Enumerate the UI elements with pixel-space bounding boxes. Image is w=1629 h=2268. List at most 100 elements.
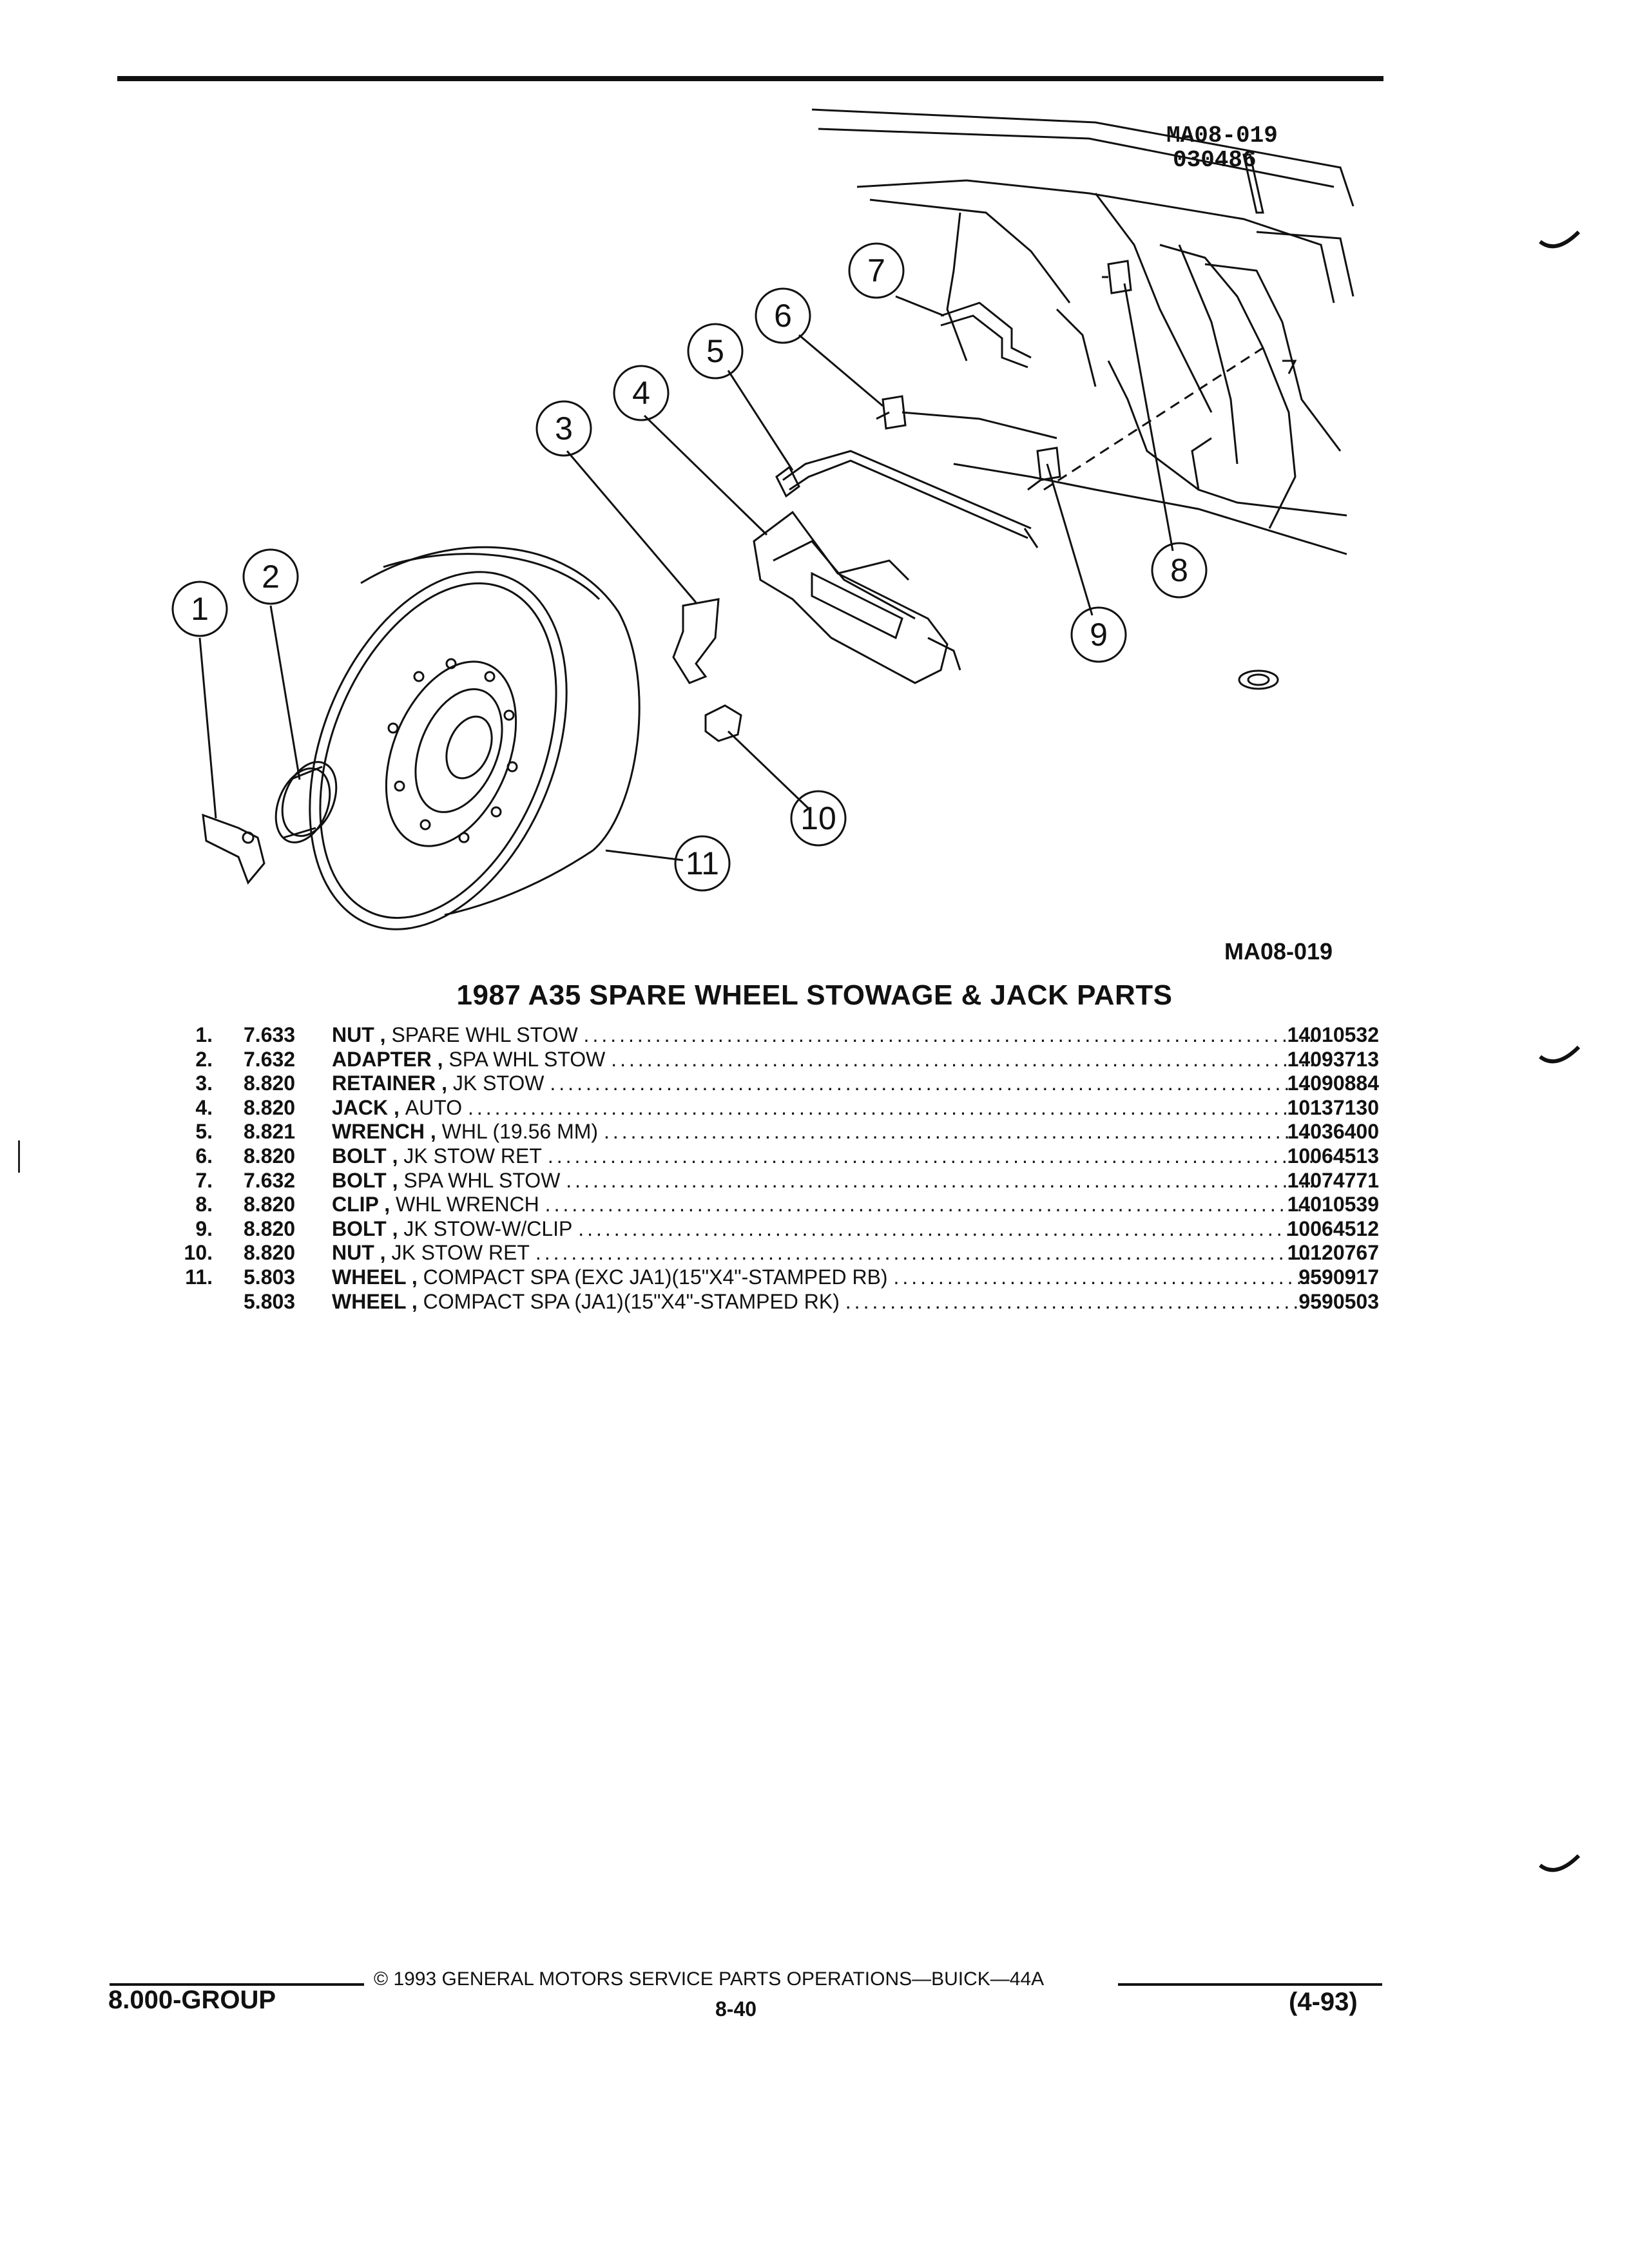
group-number: 8.820 bbox=[244, 1072, 296, 1095]
item-number: 1. bbox=[195, 1023, 213, 1046]
parts-list: 1. 7.633 NUT , SPARE WHL STOW ..........… bbox=[155, 1023, 1379, 1314]
part-description: RETAINER , JK STOW .....................… bbox=[332, 1072, 1318, 1096]
part-number: 9590503 bbox=[1298, 1289, 1379, 1313]
part-description: BOLT , JK STOW RET .....................… bbox=[332, 1144, 1318, 1169]
callout-8: 8 bbox=[1170, 552, 1188, 588]
part-number: 14074771 bbox=[1287, 1168, 1379, 1192]
part-number: 14093713 bbox=[1287, 1047, 1379, 1071]
leader-dots: ........................................… bbox=[845, 1289, 1318, 1313]
top-rule bbox=[117, 76, 1383, 81]
leader-dots: ........................................… bbox=[566, 1168, 1318, 1192]
part-name: ADAPTER bbox=[332, 1047, 432, 1071]
callout-3: 3 bbox=[555, 410, 573, 447]
part-description: WHEEL , COMPACT SPA (JA1)(15"X4"-STAMPED… bbox=[332, 1290, 1318, 1314]
part-name: NUT bbox=[332, 1241, 374, 1265]
table-row: 11. 5.803 WHEEL , COMPACT SPA (EXC JA1)(… bbox=[155, 1265, 1379, 1290]
part-number: 9590917 bbox=[1298, 1265, 1379, 1289]
footer-page-number: 8-40 bbox=[715, 1997, 757, 2021]
binding-mark-icon bbox=[1539, 1854, 1581, 1872]
part-name: BOLT bbox=[332, 1144, 387, 1168]
part-qualifier: SPARE WHL STOW bbox=[391, 1023, 578, 1046]
gm-logo-mark bbox=[1238, 669, 1279, 690]
part-description: WHEEL , COMPACT SPA (EXC JA1)(15"X4"-STA… bbox=[332, 1265, 1318, 1290]
part-name: WHEEL bbox=[332, 1289, 406, 1313]
leader-dots: ........................................… bbox=[611, 1047, 1318, 1071]
callout-4: 4 bbox=[632, 375, 650, 411]
table-row: 8. 8.820 CLIP , WHL WRENCH .............… bbox=[155, 1193, 1379, 1217]
group-number: 8.820 bbox=[244, 1216, 296, 1240]
table-row: 2. 7.632 ADAPTER , SPA WHL STOW ........… bbox=[155, 1048, 1379, 1072]
spare-wheel-drawing bbox=[309, 546, 641, 930]
part-qualifier: WHL (19.56 MM) bbox=[441, 1120, 599, 1144]
illustration-code: MA08-019 bbox=[1224, 938, 1333, 965]
part-qualifier: AUTO bbox=[405, 1095, 463, 1119]
item-number: 10. bbox=[184, 1241, 213, 1265]
part-qualifier: WHL WRENCH bbox=[395, 1193, 539, 1216]
table-row: 5. 8.821 WRENCH , WHL (19.56 MM) .......… bbox=[155, 1120, 1379, 1144]
item-number: 2. bbox=[195, 1047, 213, 1071]
group-number: 7.633 bbox=[244, 1023, 296, 1046]
leader-dots: ........................................… bbox=[535, 1241, 1318, 1265]
part-number: 10120767 bbox=[1287, 1241, 1379, 1265]
table-row: 9. 8.820 BOLT , JK STOW-W/CLIP .........… bbox=[155, 1217, 1379, 1242]
item-number: 11. bbox=[185, 1265, 213, 1289]
footer-date: (4-93) bbox=[1289, 1988, 1358, 2016]
item-number: 7. bbox=[195, 1168, 213, 1192]
part-name: BOLT bbox=[332, 1216, 387, 1240]
part-description: ADAPTER , SPA WHL STOW .................… bbox=[332, 1048, 1318, 1072]
table-row: 7. 7.632 BOLT , SPA WHL STOW ...........… bbox=[155, 1169, 1379, 1193]
part-description: BOLT , JK STOW-W/CLIP ..................… bbox=[332, 1217, 1318, 1242]
footer-group: 8.000-GROUP bbox=[108, 1986, 276, 2014]
part-number: 10137130 bbox=[1287, 1095, 1379, 1119]
part-description: CLIP , WHL WRENCH ......................… bbox=[332, 1193, 1318, 1217]
item-number: 9. bbox=[195, 1216, 213, 1240]
group-number: 8.820 bbox=[244, 1144, 296, 1168]
part-number: 14036400 bbox=[1287, 1120, 1379, 1144]
callout-7: 7 bbox=[867, 253, 885, 289]
part-qualifier: COMPACT SPA (EXC JA1)(15"X4"-STAMPED RB) bbox=[423, 1265, 888, 1289]
callout-6: 6 bbox=[774, 298, 792, 334]
table-row: 6. 8.820 BOLT , JK STOW RET ............… bbox=[155, 1144, 1379, 1169]
table-row: 3. 8.820 RETAINER , JK STOW ............… bbox=[155, 1072, 1379, 1096]
table-row: 1. 7.633 NUT , SPARE WHL STOW ..........… bbox=[155, 1023, 1379, 1048]
leader-dots: ........................................… bbox=[550, 1072, 1318, 1095]
trunk-body-drawing bbox=[811, 108, 1354, 555]
part-name: JACK bbox=[332, 1095, 389, 1119]
part-qualifier: SPA WHL STOW bbox=[403, 1168, 561, 1192]
group-number: 8.820 bbox=[244, 1095, 296, 1119]
binding-mark-icon bbox=[1539, 230, 1581, 249]
table-row: 10. 8.820 NUT , JK STOW RET ............… bbox=[155, 1241, 1379, 1265]
part-description: JACK , AUTO ............................… bbox=[332, 1096, 1318, 1120]
item-number: 8. bbox=[195, 1193, 213, 1216]
footer-copyright: © 1993 GENERAL MOTORS SERVICE PARTS OPER… bbox=[374, 1968, 1045, 1990]
margin-tick bbox=[18, 1140, 20, 1173]
part-number: 10064512 bbox=[1287, 1216, 1379, 1240]
callout-10: 10 bbox=[800, 800, 836, 836]
part-description: NUT , SPARE WHL STOW ...................… bbox=[332, 1023, 1318, 1048]
item-number: 6. bbox=[195, 1144, 213, 1168]
leader-dots: ........................................… bbox=[545, 1193, 1318, 1216]
part-name: WHEEL bbox=[332, 1265, 406, 1289]
group-number: 7.632 bbox=[244, 1047, 296, 1071]
footer-rule-left bbox=[110, 1983, 364, 1986]
callout-9: 9 bbox=[1090, 617, 1108, 653]
item-number: 5. bbox=[195, 1120, 213, 1144]
group-number: 5.803 bbox=[244, 1265, 296, 1289]
leader-dots: ........................................… bbox=[583, 1023, 1318, 1046]
item-number: 3. bbox=[195, 1072, 213, 1095]
callout-2: 2 bbox=[262, 559, 280, 595]
part-number: 10064513 bbox=[1287, 1144, 1379, 1168]
part-name: CLIP bbox=[332, 1193, 379, 1216]
part-qualifier: SPA WHL STOW bbox=[448, 1047, 606, 1071]
part-number: 14010532 bbox=[1287, 1023, 1379, 1046]
part-description: NUT , JK STOW RET ......................… bbox=[332, 1241, 1318, 1265]
leader-dots: ........................................… bbox=[893, 1265, 1318, 1289]
footer-rule-right bbox=[1118, 1983, 1382, 1986]
part-name: RETAINER bbox=[332, 1072, 436, 1095]
table-row: 5.803 WHEEL , COMPACT SPA (JA1)(15"X4"-S… bbox=[155, 1290, 1379, 1314]
item-number: 4. bbox=[195, 1095, 213, 1119]
part-number: 14010539 bbox=[1287, 1193, 1379, 1216]
group-number: 8.820 bbox=[244, 1241, 296, 1265]
part-qualifier: JK STOW RET bbox=[391, 1241, 530, 1265]
drawing-stamp-code: MA08-019 bbox=[1166, 122, 1278, 149]
